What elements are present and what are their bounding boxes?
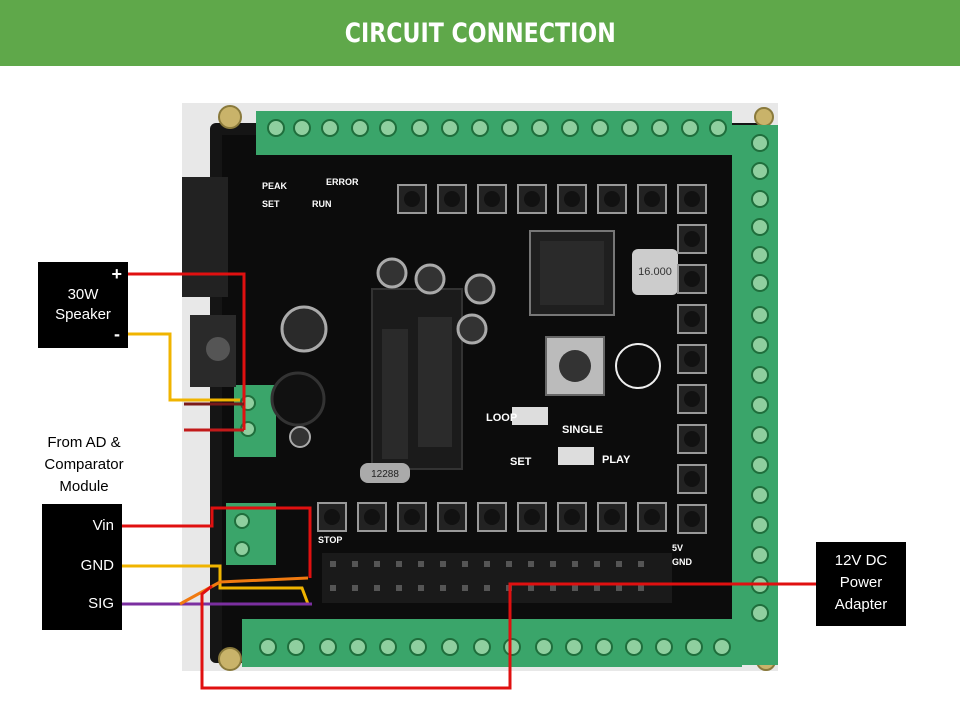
crystal-small: 12288	[360, 463, 410, 483]
svg-text:ERROR: ERROR	[326, 177, 359, 187]
svg-text:RUN: RUN	[312, 199, 332, 209]
speaker-negative-wire	[128, 332, 240, 402]
sig-label: SIG	[88, 595, 114, 612]
gnd-label: GND	[80, 557, 114, 574]
vin-label: Vin	[92, 517, 114, 534]
page-title: CIRCUIT CONNECTION	[344, 17, 616, 49]
module-pin-box: Vin GND SIG	[42, 504, 122, 630]
speaker-plus-sign: +	[111, 264, 122, 284]
power-label-line3: Adapter	[834, 596, 888, 613]
main-chip	[529, 230, 615, 316]
power-label-line1: 12V DC	[834, 552, 888, 569]
svg-text:SET: SET	[262, 199, 280, 209]
speaker-positive-wire	[128, 272, 246, 430]
svg-text:SINGLE: SINGLE	[562, 424, 603, 436]
svg-text:LOOP: LOOP	[486, 412, 517, 424]
speaker-box: + 30W Speaker -	[38, 262, 128, 348]
header-bar: CIRCUIT CONNECTION	[0, 0, 960, 66]
circuit-board-photo: 16.000 12288	[182, 103, 778, 671]
module-caption-line2: Comparator	[44, 456, 124, 473]
speaker-minus-sign: -	[114, 324, 120, 344]
power-label-line2: Power	[839, 574, 883, 591]
crystal: 16.000	[632, 249, 678, 295]
module-caption-line1: From AD &	[47, 434, 121, 451]
svg-text:GND: GND	[672, 557, 693, 567]
left-terminal-block-speaker	[234, 385, 276, 457]
svg-text:12288: 12288	[371, 469, 399, 480]
gnd-wire	[122, 564, 310, 605]
svg-text:5V: 5V	[672, 543, 683, 553]
svg-text:PLAY: PLAY	[602, 454, 631, 466]
power-adapter-box: 12V DC Power Adapter	[816, 542, 906, 626]
vin-wire	[122, 506, 312, 578]
module-caption-line3: Module	[59, 478, 109, 495]
heatsink	[371, 288, 463, 470]
pin-header	[322, 553, 672, 603]
svg-text:SET: SET	[510, 456, 532, 468]
top-terminal-strip	[256, 111, 732, 155]
svg-text:PEAK: PEAK	[262, 181, 288, 191]
speaker-label-line1: 30W	[67, 286, 99, 303]
power-adapter-wire	[200, 582, 816, 690]
svg-text:STOP: STOP	[318, 535, 342, 545]
svg-text:16.000: 16.000	[638, 266, 672, 278]
bottom-terminal-strip	[242, 619, 742, 667]
left-terminal-block-module	[226, 503, 276, 565]
module-caption: From AD & Comparator Module	[28, 432, 140, 498]
speaker-label-line2: Speaker	[55, 306, 111, 323]
